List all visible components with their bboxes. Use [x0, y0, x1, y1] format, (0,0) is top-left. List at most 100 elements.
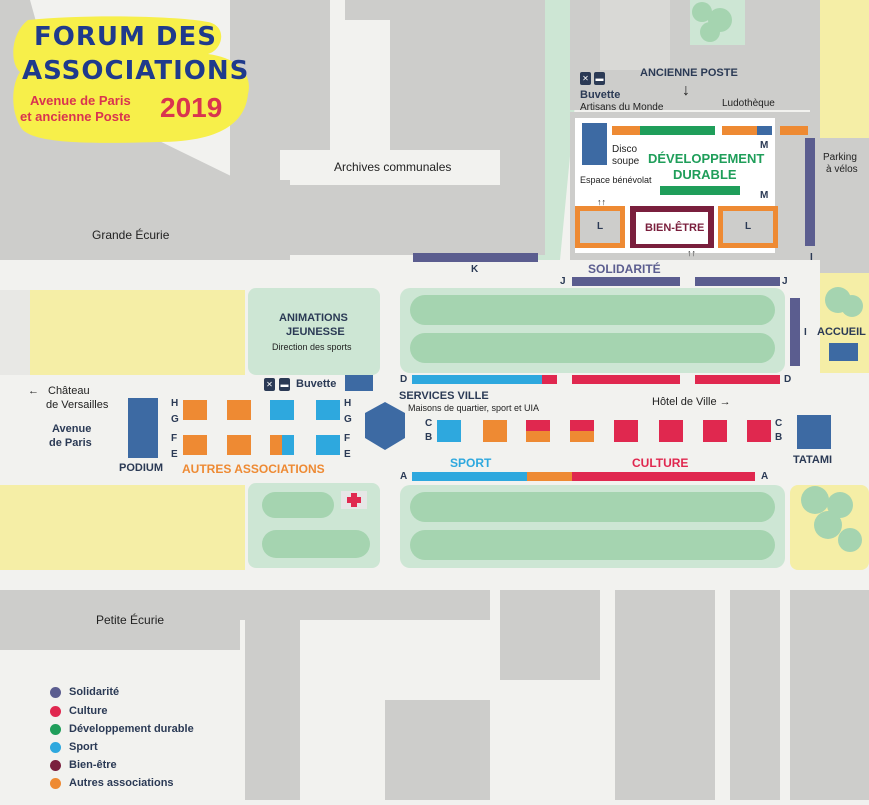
building-edge — [810, 0, 820, 260]
label-espace-benevolat: Espace bénévolat — [580, 175, 652, 185]
stand-autres — [483, 420, 507, 442]
label-archives: Archives communales — [334, 160, 452, 174]
tree-row — [262, 492, 334, 518]
legend-item-bien-etre: Bien-être — [50, 757, 117, 773]
building-petite-ecurie-wing — [240, 590, 490, 620]
label-disco-1: Disco — [612, 144, 638, 155]
row-label-d-left: D — [400, 374, 408, 385]
title-subtitle-1: Avenue de Paris — [30, 93, 131, 108]
stand-sport — [270, 400, 294, 420]
legend-dot — [50, 759, 61, 771]
yellow-square-bottom-left — [0, 485, 245, 570]
legend-dot — [50, 705, 61, 717]
label-culture: CULTURE — [632, 456, 689, 470]
tree — [801, 486, 829, 514]
label-avenue-2: de Paris — [49, 437, 92, 449]
label-chateau-2: de Versailles — [46, 399, 109, 411]
row-label-c-left: C — [425, 418, 433, 429]
building-top-left — [230, 0, 330, 195]
stand-sport — [437, 420, 461, 442]
legend-label: Autres associations — [69, 777, 174, 789]
tree — [838, 528, 862, 552]
label-dev-2: DURABLE — [673, 167, 737, 182]
building-bottom-right-3 — [790, 590, 869, 800]
stand-row-a-culture — [572, 472, 755, 481]
stand-row-d-culture — [572, 375, 680, 384]
legend-item-dev-durable: Développement durable — [50, 721, 194, 737]
row-label-f-left: F — [171, 433, 178, 444]
row-label-g-left: G — [171, 414, 179, 425]
building-bottom-middle — [385, 700, 490, 800]
legend-label: Bien-être — [69, 759, 117, 771]
legend-label: Culture — [69, 705, 108, 717]
legend-dot — [50, 741, 61, 753]
label-buvette-left: Buvette — [296, 378, 337, 390]
label-disco-2: soupe — [612, 156, 640, 167]
stand-sport — [316, 400, 340, 420]
label-parking-1: Parking — [823, 152, 857, 163]
stand-sport — [316, 435, 340, 455]
stand-autres — [526, 431, 550, 442]
row-label-b-left: B — [425, 432, 433, 443]
stand-autres — [227, 400, 251, 420]
coffee-cup-icon: ▬ — [279, 378, 290, 391]
row-label-j-right: J — [782, 276, 788, 287]
animations-jeunesse-area — [248, 288, 380, 375]
stand-j — [695, 277, 780, 286]
building-bottom-column — [245, 620, 300, 800]
stand-culture — [570, 420, 594, 431]
row-label-e-left: E — [171, 449, 178, 460]
legend-item-culture: Culture — [50, 703, 108, 719]
stand-culture — [614, 420, 638, 442]
title-subtitle-2: et ancienne Poste — [20, 109, 131, 124]
stand-dev-durable-2 — [660, 186, 740, 195]
label-dev-1: DÉVELOPPEMENT — [648, 151, 765, 166]
stand-orange-ludotheque — [780, 126, 808, 135]
stand-culture — [526, 420, 550, 431]
legend-dot — [50, 777, 61, 789]
tree — [692, 2, 712, 22]
tree — [841, 295, 863, 317]
row-label-e-right: E — [344, 449, 351, 460]
legend-label: Sport — [69, 741, 98, 753]
row-label-d-right: D — [784, 374, 792, 385]
building-archives-front — [280, 185, 545, 255]
stand-culture — [659, 420, 683, 442]
row-label-j-left: J — [560, 276, 566, 287]
title-line-2: ASSOCIATIONS — [22, 56, 250, 86]
building-poste-inner — [600, 0, 670, 70]
building-grande-ecurie — [0, 0, 280, 215]
stand-autres — [270, 435, 282, 455]
building-bottom-right-2 — [730, 590, 780, 800]
stand-orange — [722, 126, 757, 135]
stand-j — [572, 277, 680, 286]
stand-sport — [282, 435, 294, 455]
room-l-left-inner — [580, 211, 620, 243]
building-bottom-center — [500, 590, 600, 680]
tree — [700, 22, 720, 42]
label-m-bottom: M — [760, 190, 769, 201]
row-label-i-bottom: I — [804, 327, 807, 338]
row-label-c-right: C — [775, 418, 783, 429]
row-label-h-right: H — [344, 398, 352, 409]
stand-culture — [747, 420, 771, 442]
tree-row — [410, 295, 775, 325]
stand-tatami — [797, 415, 831, 449]
row-label-a-right: A — [761, 471, 769, 482]
legend-item-solidarite: Solidarité — [50, 684, 119, 700]
stand-podium — [128, 398, 158, 458]
stand-autres — [183, 435, 207, 455]
label-ludotheque: Ludothèque — [722, 98, 775, 109]
stand-i-top — [805, 138, 815, 246]
stand-k — [413, 253, 538, 262]
legend-item-sport: Sport — [50, 739, 98, 755]
fork-knife-icon: ✕ — [580, 72, 591, 85]
building-bottom-right-1 — [615, 590, 715, 800]
yellow-strip-top-right — [820, 0, 869, 138]
label-avenue-1: Avenue — [52, 423, 92, 435]
yellow-square-left — [0, 290, 245, 375]
tree — [814, 511, 842, 539]
building-petite-ecurie — [0, 590, 240, 650]
row-label-a-left: A — [400, 471, 408, 482]
